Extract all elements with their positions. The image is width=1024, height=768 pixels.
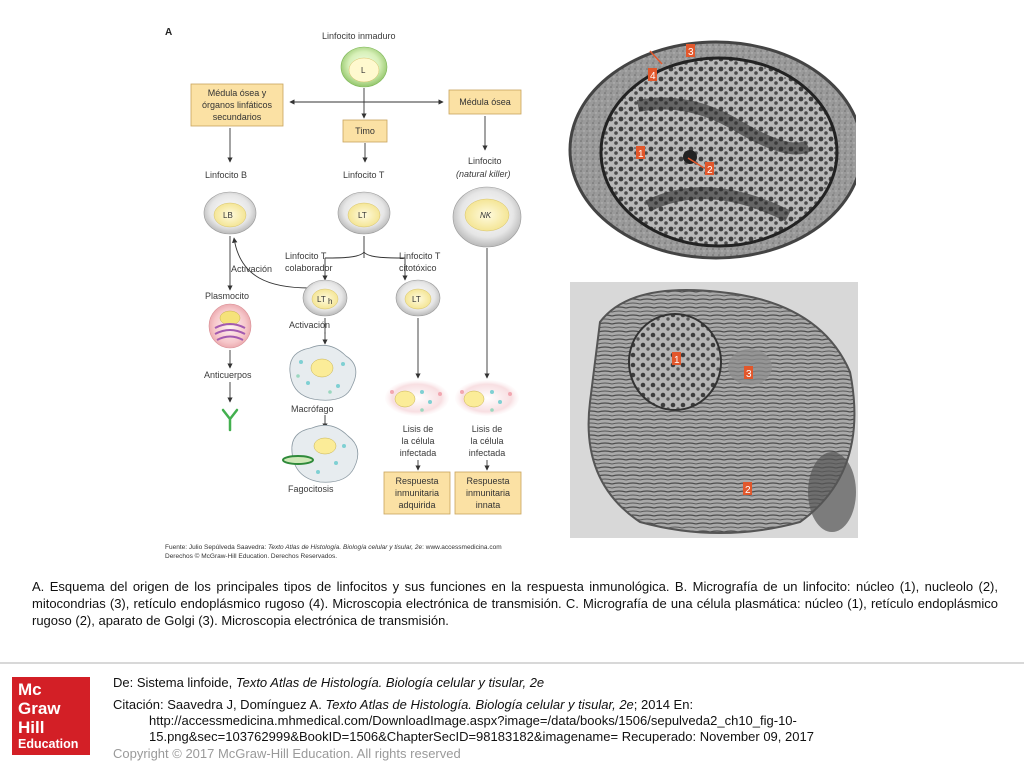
footer-cite-url-line2[interactable]: 15.png&sec=103762999&BookID=1506&Chapter… xyxy=(149,729,814,744)
antibody-icon xyxy=(221,408,239,432)
phagocytosis-cell xyxy=(282,424,359,483)
macrophage-cell xyxy=(289,344,357,401)
figure-caption: A. Esquema del origen de los principales… xyxy=(32,579,998,628)
footer-cite-prefix: Citación: Saavedra J, Domínguez A xyxy=(113,697,319,712)
label-antibodies: Anticuerpos xyxy=(204,370,252,380)
logo-line4: Education xyxy=(18,737,79,751)
lysis-cell-2 xyxy=(455,380,519,416)
box-response-acquired-line3: adquirida xyxy=(398,500,435,510)
label-lysis-2-line3: infectada xyxy=(469,448,506,458)
box-medulla-secondary-line1: Médula ósea y xyxy=(208,88,267,98)
box-response-innate-line3: innata xyxy=(476,500,501,510)
label-phagocytosis: Fagocitosis xyxy=(288,484,334,494)
cell-plasmocyte xyxy=(208,303,252,349)
label-lysis-1-line2: la célula xyxy=(401,436,434,446)
micrograph-b-label-2: 2 xyxy=(707,165,713,176)
box-medulla-label: Médula ósea xyxy=(459,97,511,107)
mcgraw-hill-logo: Mc Graw Hill Education xyxy=(12,677,90,755)
cell-lb-label: LB xyxy=(223,211,233,220)
micrograph-c-label-3: 3 xyxy=(746,369,752,380)
panel-letter-a: A xyxy=(165,27,172,38)
label-t-helper-line2: colaborador xyxy=(285,263,333,273)
cell-lth-label: LT xyxy=(317,295,326,304)
figure-a-diagram: A Linfocito inmaduro L Médula ósea y órg… xyxy=(165,27,522,515)
source-title: Texto Atlas de Histología. Biología celu… xyxy=(267,544,423,551)
micrograph-b-label-4: 4 xyxy=(650,71,656,82)
footer-from-title: Texto Atlas de Histología. Biología celu… xyxy=(235,675,545,690)
box-response-acquired xyxy=(383,471,451,515)
cell-label-l: L xyxy=(361,66,366,75)
label-t-cytotoxic-line2: citotóxico xyxy=(399,263,437,273)
label-plasmocyte: Plasmocito xyxy=(205,291,249,301)
footer-cite-title: Texto Atlas de Histología. Biología celu… xyxy=(325,697,634,712)
figure-source: Fuente: Julio Sepúlveda Saavedra: Texto … xyxy=(165,544,545,561)
label-lysis-1-line1: Lisis de xyxy=(403,424,434,434)
label-lymphocyte-nk-line2: (natural killer) xyxy=(456,169,511,179)
box-response-innate xyxy=(454,471,522,515)
box-thymus xyxy=(342,119,388,143)
label-lymphocyte-b: Linfocito B xyxy=(205,170,247,180)
label-lymphocyte-t: Linfocito T xyxy=(343,170,385,180)
micrograph-c-label-2: 2 xyxy=(745,485,751,496)
footer-cite-suffix: ; 2014 En: xyxy=(633,697,694,712)
micrograph-c-label-1: 1 xyxy=(674,355,680,366)
cell-ltc-label: LT xyxy=(412,295,421,304)
cell-nk-label: NK xyxy=(480,211,492,220)
logo-line3: Hill xyxy=(18,718,45,737)
cell-lt-label: LT xyxy=(358,211,367,220)
footer-copyright: Copyright © 2017 McGraw-Hill Education. … xyxy=(113,746,461,761)
micrograph-b: B 1 2 3 4 xyxy=(568,26,856,264)
box-response-innate-line2: inmunitaria xyxy=(466,488,510,498)
micrograph-b-labels: 1 2 3 4 xyxy=(636,44,714,176)
label-activation-1: Activación xyxy=(231,264,272,274)
micrograph-b-label-3: 3 xyxy=(688,47,694,58)
footer-cite-dot: . xyxy=(318,697,326,712)
box-response-acquired-line1: Respuesta xyxy=(395,476,438,486)
logo-line2: Graw xyxy=(18,699,61,718)
micrograph-b-label-1: 1 xyxy=(638,149,644,160)
micrograph-c-labels: 1 2 3 xyxy=(672,352,753,496)
label-t-helper-line1: Linfocito T xyxy=(285,251,327,261)
label-macrophage: Macrófago xyxy=(291,404,334,414)
label-activation-2: Activación xyxy=(289,320,330,330)
cell-lth-sub: h xyxy=(328,297,332,306)
footer-divider xyxy=(0,662,1024,664)
box-medulla xyxy=(448,89,522,115)
box-response-acquired-line2: inmunitaria xyxy=(395,488,439,498)
label-lysis-2-line2: la célula xyxy=(470,436,503,446)
box-response-innate-line1: Respuesta xyxy=(466,476,509,486)
source-suffix: : www.accessmedicina.com xyxy=(422,544,502,551)
logo-line1: Mc xyxy=(18,680,42,699)
lysis-cell-1 xyxy=(385,380,449,416)
footer-from-prefix: De: Sistema linfoide, xyxy=(113,675,236,690)
label-t-cytotoxic-line1: Linfocito T xyxy=(399,251,441,261)
box-medulla-secondary-line3: secundarios xyxy=(213,112,262,122)
footer-from: De: Sistema linfoide, Texto Atlas de His… xyxy=(113,675,544,691)
label-lysis-2-line1: Lisis de xyxy=(472,424,503,434)
source-rights: Derechos © McGraw-Hill Education. Derech… xyxy=(165,552,338,560)
micrograph-c: C 1 2 3 xyxy=(570,282,858,538)
footer-cite-url-line1[interactable]: http://accessmedicina.mhmedical.com/Down… xyxy=(149,713,797,728)
label-lymphocyte-nk-line1: Linfocito xyxy=(468,156,502,166)
box-thymus-label: Timo xyxy=(355,126,375,136)
source-prefix: Fuente: Julio Sepúlveda Saavedra: xyxy=(165,544,268,551)
box-medulla-secondary xyxy=(190,83,284,127)
box-medulla-secondary-line2: órganos linfáticos xyxy=(202,100,273,110)
label-immature-lymphocyte: Linfocito inmaduro xyxy=(322,31,396,41)
label-lysis-1-line3: infectada xyxy=(400,448,437,458)
footer-citation: Citación: Saavedra J, Domínguez A. Texto… xyxy=(113,697,893,745)
